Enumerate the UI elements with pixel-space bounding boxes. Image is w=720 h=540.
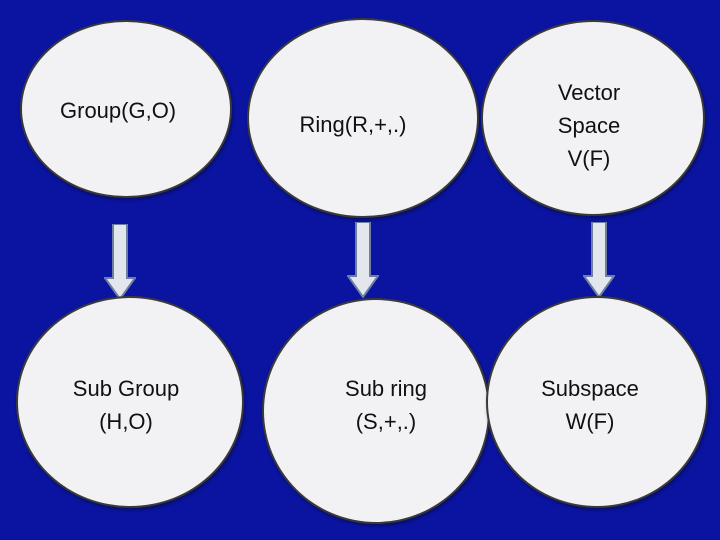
subring-line-2: (S,+,.) xyxy=(355,409,417,434)
subspace-line-2: W(F) xyxy=(565,409,615,434)
arrow-ring-to-subring xyxy=(347,222,379,298)
group-node-label: Group(G,O) xyxy=(60,98,177,123)
subring-line-1: Sub ring xyxy=(345,376,427,401)
arrow-vectorspace-to-subspace xyxy=(583,222,615,298)
subspace-line-1: Subspace xyxy=(541,376,639,401)
subspace-node: Subspace W(F) xyxy=(486,296,708,508)
vector-space-node: Vector Space V(F) xyxy=(481,20,705,216)
vector-space-line-2: Space xyxy=(557,113,621,138)
arrow-group-to-subgroup xyxy=(104,224,136,300)
ring-node-label: Ring(R,+,.) xyxy=(299,112,407,137)
group-node: Group(G,O) xyxy=(20,20,232,198)
subgroup-line-1: Sub Group xyxy=(72,376,180,401)
subgroup-line-2: (H,O) xyxy=(99,409,153,434)
ring-node: Ring(R,+,.) xyxy=(247,18,479,218)
subring-node: Sub ring (S,+,.) xyxy=(262,298,490,524)
subgroup-node: Sub Group (H,O) xyxy=(16,296,244,508)
vector-space-line-3: V(F) xyxy=(567,146,611,171)
vector-space-line-1: Vector xyxy=(557,80,621,105)
